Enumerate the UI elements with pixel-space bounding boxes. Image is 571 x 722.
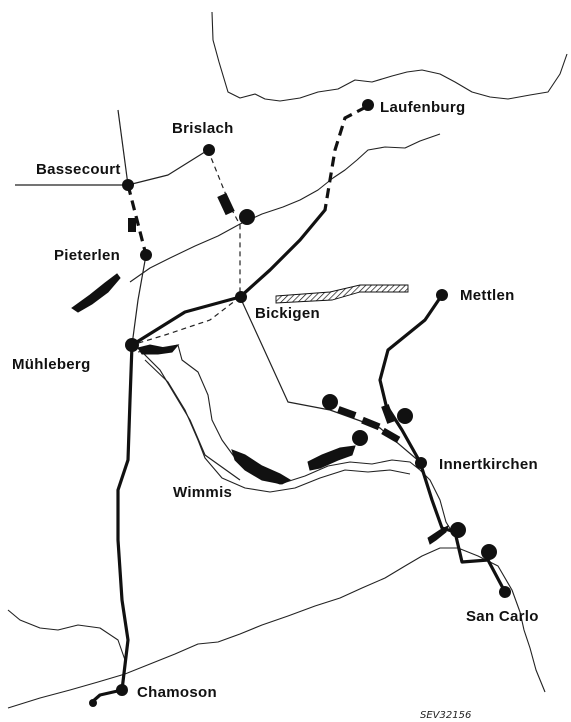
label-muehleberg: Mühleberg bbox=[12, 356, 91, 373]
line-bassecourt-north bbox=[117, 109, 129, 186]
line-bassecourt-pieterlen bbox=[126, 184, 148, 256]
label-laufenburg: Laufenburg bbox=[380, 99, 466, 116]
river-aare-north bbox=[129, 133, 441, 283]
station-maggia bbox=[481, 544, 497, 560]
substation-brislach bbox=[203, 144, 215, 156]
label-san-carlo: San Carlo bbox=[466, 608, 539, 625]
lake-biel bbox=[71, 273, 121, 313]
line-muehleberg-chamoson bbox=[116, 343, 134, 692]
line-bassecourt-brislach bbox=[127, 149, 209, 186]
line-bickigen-muehleberg bbox=[130, 295, 242, 347]
substation-chamoson bbox=[116, 684, 128, 696]
substation-innertkirchen bbox=[415, 457, 427, 469]
lake-wohlen bbox=[137, 344, 180, 355]
label-chamoson: Chamoson bbox=[137, 684, 217, 701]
hydro-plant-bassecourt bbox=[128, 218, 136, 232]
river-aare-south bbox=[137, 344, 453, 533]
line-pieterlen-muehleberg bbox=[131, 254, 147, 346]
label-bickigen: Bickigen bbox=[255, 305, 320, 322]
label-bassecourt: Bassecourt bbox=[36, 161, 121, 178]
national-border-south bbox=[7, 547, 546, 709]
figure-code: SEV32156 bbox=[420, 710, 471, 721]
line-laufenburg-bickigen-upper bbox=[323, 105, 367, 211]
substation-mettlen bbox=[436, 289, 448, 301]
hydro-plant-1 bbox=[337, 406, 357, 419]
substation-chamoson-west bbox=[89, 699, 97, 707]
substation-san-carlo bbox=[499, 586, 511, 598]
lake-brienz bbox=[307, 445, 356, 471]
hydro-plant-brislach bbox=[217, 192, 235, 216]
station-grimsel bbox=[450, 522, 466, 538]
station-aare-1 bbox=[239, 209, 255, 225]
hydro-plant-4 bbox=[381, 404, 395, 424]
line-bickigen-muehleberg-planned bbox=[131, 296, 241, 346]
station-oberhasli-1 bbox=[322, 394, 338, 410]
substation-bassecourt bbox=[122, 179, 134, 191]
national-border-north bbox=[211, 11, 568, 102]
western-boundary bbox=[7, 609, 126, 661]
substation-pieterlen bbox=[140, 249, 152, 261]
substation-muehleberg bbox=[125, 338, 139, 352]
line-muehleberg-wimmis bbox=[139, 349, 241, 481]
line-brislach-bickigen bbox=[207, 149, 241, 297]
hydro-plant-2 bbox=[361, 416, 381, 431]
substation-bickigen bbox=[235, 291, 247, 303]
label-mettlen: Mettlen bbox=[460, 287, 515, 304]
line-laufenburg-bickigen-lower bbox=[238, 208, 327, 299]
label-pieterlen: Pieterlen bbox=[54, 247, 120, 264]
line-mettlen-innertkirchen bbox=[378, 293, 444, 464]
hydro-plant-3 bbox=[381, 427, 401, 443]
substation-laufenburg bbox=[362, 99, 374, 111]
station-oberhasli-2 bbox=[397, 408, 413, 424]
station-oberhasli-3 bbox=[352, 430, 368, 446]
lake-thun bbox=[231, 449, 292, 485]
lake-grimsel bbox=[427, 525, 449, 545]
line-bickigen-mettlen-planned bbox=[275, 284, 409, 304]
label-brislach: Brislach bbox=[172, 120, 234, 137]
label-wimmis: Wimmis bbox=[173, 484, 232, 501]
label-innertkirchen: Innertkirchen bbox=[439, 456, 538, 473]
